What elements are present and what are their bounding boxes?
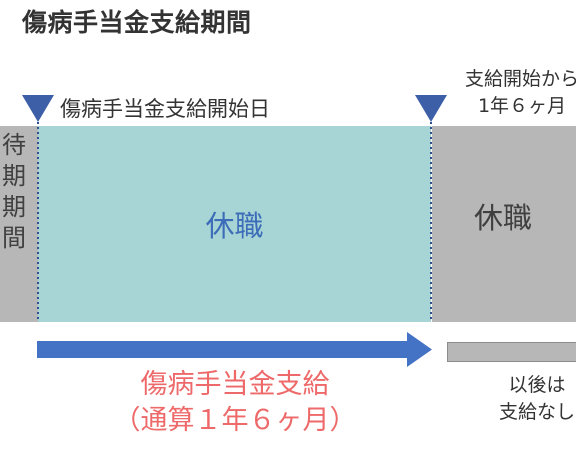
no-payment-bar [447, 342, 576, 362]
benefit-arrow-shaft [37, 341, 409, 358]
start-marker-label: 傷病手当金支給開始日 [60, 97, 270, 121]
leave-block-after [432, 126, 576, 322]
leave-label-2: 休職 [474, 201, 533, 235]
leave-label-1: 休職 [205, 209, 264, 243]
page-title: 傷病手当金支給期間 [22, 8, 252, 37]
after-label: 以後は 支給なし [498, 374, 575, 423]
end-marker-triangle [415, 95, 447, 122]
waiting-period-label: 待 期 期 間 [2, 131, 26, 252]
benefit-arrow-head [407, 332, 432, 367]
waiting-period-block [0, 126, 38, 322]
leave-block-benefit: 休職 [38, 126, 431, 322]
start-marker-triangle [22, 95, 54, 122]
benefit-label: 傷病手当金支給 （通算１年６ヶ月） [113, 369, 357, 436]
end-marker-label: 支給開始から 1年６ヶ月 [464, 68, 576, 117]
